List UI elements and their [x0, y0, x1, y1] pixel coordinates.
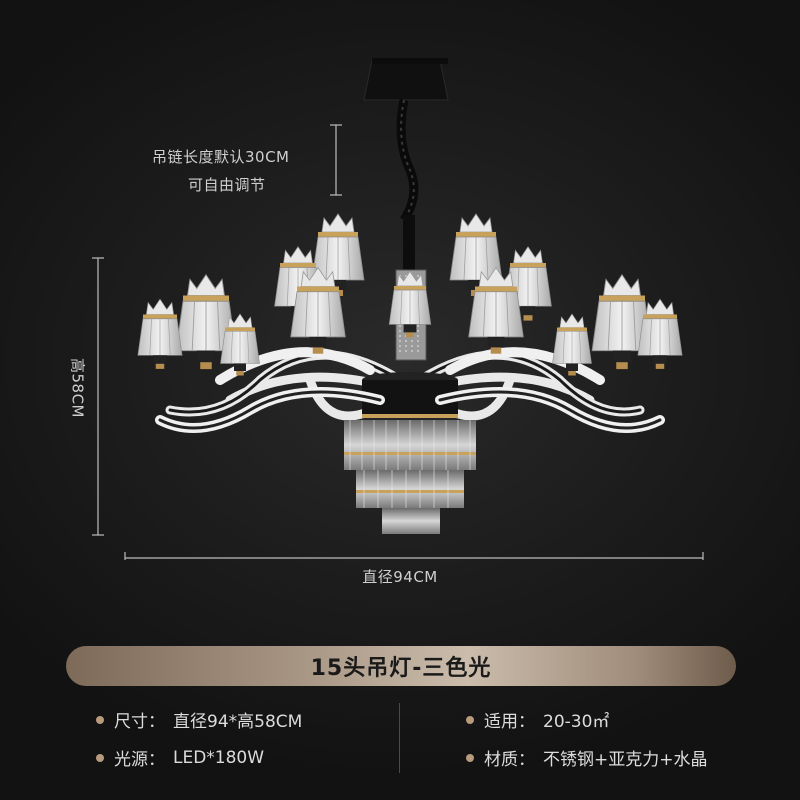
spec-size-value: 直径94*高58CM — [173, 712, 303, 732]
chain-length-line1: 吊链长度默认30CM — [152, 148, 290, 166]
height-label: 高58CM — [68, 357, 87, 419]
spec-divider — [399, 703, 400, 773]
product-title-banner: 15头吊灯-三色光 — [66, 646, 736, 686]
spec-area-value: 20-30㎡ — [543, 712, 610, 732]
spec-area: 适用： 20-30㎡ — [466, 707, 609, 732]
chandelier-illustration — [92, 58, 704, 560]
bullet-dot — [96, 753, 104, 762]
spec-light-key: 光源： — [114, 750, 165, 770]
spec-material-value: 不锈钢+亚克力+水晶 — [543, 750, 708, 770]
spec-light-value: LED*180W — [173, 747, 265, 768]
spec-material: 材质： 不锈钢+亚克力+水晶 — [466, 745, 708, 770]
bullet-dot — [96, 715, 104, 724]
spec-area-key: 适用： — [484, 712, 535, 732]
bullet-dot — [466, 753, 474, 762]
chain-length-line2: 可自由调节 — [188, 176, 266, 194]
width-label: 直径94CM — [362, 568, 438, 586]
bullet-dot — [466, 715, 474, 724]
spec-light-source: 光源： LED*180W — [96, 745, 264, 770]
spec-material-key: 材质： — [484, 750, 535, 770]
spec-size-key: 尺寸： — [114, 712, 165, 732]
spec-size: 尺寸： 直径94*高58CM — [96, 707, 302, 732]
chain-length-note: 吊链长度默认30CM 可自由调节 — [152, 143, 290, 199]
product-title: 15头吊灯-三色光 — [310, 656, 492, 681]
